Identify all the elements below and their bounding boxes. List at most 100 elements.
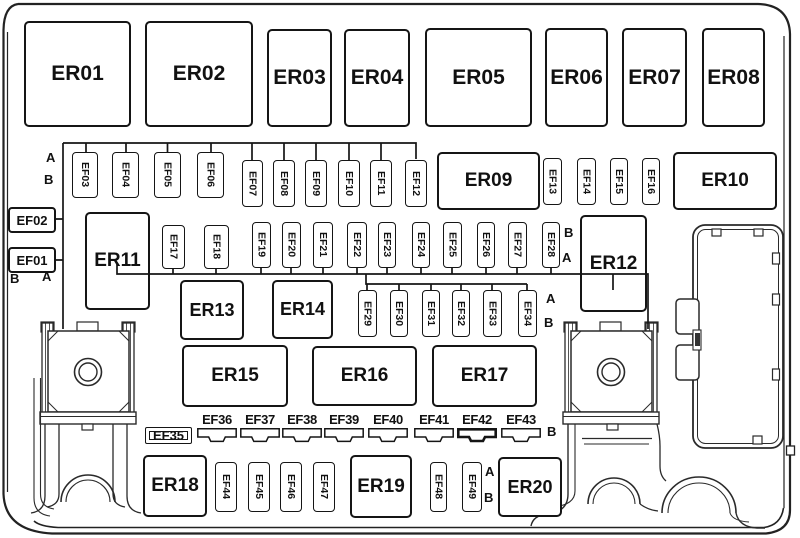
fuse-ef05: EF05: [154, 152, 181, 198]
fuse-ef43-label: EF43: [506, 412, 536, 427]
relay-er20: ER20: [498, 457, 562, 517]
pin-label-ef01-b: B: [10, 271, 20, 286]
connector-notch: [711, 228, 722, 237]
pin-label-ef01-a: A: [42, 269, 52, 284]
fuse-ef38-glyph: [282, 428, 322, 448]
bolt-hole: [596, 357, 626, 387]
fuse-ef49: EF49: [462, 462, 482, 512]
fuse-ef10: EF10: [338, 160, 360, 207]
fuse-ef35: EF35: [145, 427, 192, 444]
fuse-ef23: EF23: [378, 222, 396, 268]
fuse-ef36-label: EF36: [202, 412, 232, 427]
fuse-ef13: EF13: [543, 158, 562, 205]
fuse-ef28: EF28: [542, 222, 560, 268]
bolt-hole: [73, 357, 103, 387]
fuse-ef08: EF08: [273, 160, 295, 207]
fuse-ef39-glyph: [324, 428, 364, 448]
fuse-ef30: EF30: [390, 290, 408, 337]
cable-arch: [60, 474, 116, 503]
right-connector: [675, 224, 784, 449]
fuse-ef25: EF25: [443, 222, 462, 268]
fuse-ef32: EF32: [452, 290, 470, 337]
relay-er10: ER10: [673, 152, 777, 210]
fuse-ef38-label: EF38: [287, 412, 317, 427]
fuse-ef17: EF17: [162, 225, 185, 269]
fuse-ef12: EF12: [405, 160, 427, 207]
relay-er03: ER03: [267, 29, 332, 127]
fuse-ef40-glyph: [368, 428, 408, 448]
relay-er04: ER04: [344, 29, 410, 127]
fuse-ef41-glyph: [414, 428, 454, 448]
relay-er15: ER15: [182, 345, 288, 407]
cable-channels: [530, 423, 765, 529]
connector-notch: [753, 228, 764, 237]
fuse-ef27: EF27: [508, 222, 527, 268]
fuse-ef18: EF18: [204, 225, 229, 269]
fuse-ef21: EF21: [313, 222, 333, 268]
fuse-ef11: EF11: [370, 160, 392, 207]
relay-er09: ER09: [437, 152, 540, 210]
fuse-ef33: EF33: [483, 290, 502, 337]
relay-er01: ER01: [24, 21, 131, 127]
relay-er06: ER06: [545, 28, 608, 127]
relay-er14: ER14: [272, 280, 333, 339]
left-mounting-bracket: [30, 321, 142, 517]
relay-er11: ER11: [85, 212, 150, 310]
pin-label-ef43-b: B: [547, 424, 557, 439]
relay-er16: ER16: [312, 346, 417, 406]
fuse-ef43-glyph: [501, 428, 541, 448]
fuse-ef19: EF19: [252, 222, 271, 268]
fuse-ef29: EF29: [358, 290, 377, 337]
middle-mounting-bracket: [562, 321, 660, 431]
fuse-ef09: EF09: [305, 160, 327, 207]
fuse-ef04: EF04: [112, 152, 139, 198]
lower-bus: [365, 274, 528, 290]
pin-label-row1-a: A: [46, 150, 56, 165]
fuse-ef42-glyph: [457, 428, 497, 448]
relay-er19: ER19: [350, 455, 412, 518]
fuse-ef14: EF14: [577, 158, 596, 205]
pin-label-row1-b: B: [44, 172, 54, 187]
fuse-ef47: EF47: [313, 462, 335, 512]
fuse-ef44: EF44: [215, 462, 237, 512]
fuse-ef40-label: EF40: [373, 412, 403, 427]
pin-label-ef49-b: B: [484, 490, 494, 505]
border-clip: [785, 445, 796, 456]
fuse-ef37-glyph: [240, 428, 280, 448]
relay-er12: ER12: [580, 215, 647, 312]
fuse-ef36-glyph: [197, 428, 237, 448]
relay-er05: ER05: [425, 28, 532, 127]
relay-er07: ER07: [622, 28, 687, 127]
connector-latch: [675, 344, 700, 381]
fuse-ef48: EF48: [430, 462, 447, 512]
relay-er08: ER08: [702, 28, 765, 127]
pin-label-ef34-a: A: [546, 291, 556, 306]
fuse-ef37-label: EF37: [245, 412, 275, 427]
fuse-ef20: EF20: [282, 222, 301, 268]
relay-er13: ER13: [180, 280, 244, 340]
fuse-ef02: EF02: [8, 207, 56, 233]
relay-er17: ER17: [432, 345, 537, 407]
fuse-ef22: EF22: [347, 222, 367, 268]
fuse-ef46: EF46: [280, 462, 302, 512]
fuse-ef39-label: EF39: [329, 412, 359, 427]
fuse-ef34: EF34: [518, 290, 537, 337]
fuse-ef15: EF15: [610, 158, 628, 205]
relay-er18: ER18: [143, 455, 207, 517]
relay-er02: ER02: [145, 21, 253, 127]
pin-label-ef28-a: A: [562, 250, 572, 265]
connector-latch: [675, 298, 700, 335]
fuse-ef26: EF26: [477, 222, 495, 268]
pin-label-ef49-a: A: [485, 464, 495, 479]
fuse-ef45: EF45: [248, 462, 270, 512]
fuse-ef42-label: EF42: [462, 412, 492, 427]
fuse-ef31: EF31: [422, 290, 440, 337]
fuse-ef16: EF16: [642, 158, 660, 205]
fuse-ef03: EF03: [72, 152, 98, 198]
fuse-ef41-label: EF41: [419, 412, 449, 427]
fuse-ef06: EF06: [197, 152, 224, 198]
fuse-ef24: EF24: [412, 222, 430, 268]
fuse-ef07: EF07: [242, 160, 263, 207]
pin-label-ef34-b: B: [544, 315, 554, 330]
